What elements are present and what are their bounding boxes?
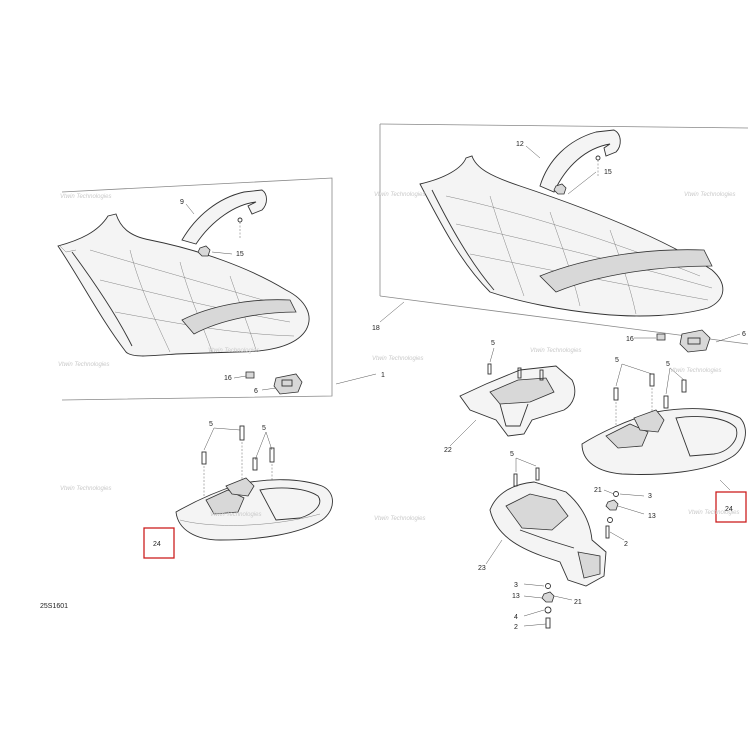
watermark-text: Vtwin Technologies (684, 192, 735, 198)
callout-labels: 1 9 15 16 6 5 5 24 18 12 15 16 6 22 5 5 … (153, 141, 746, 631)
callout-1: 1 (381, 372, 385, 379)
callout-21-upper: 21 (594, 487, 602, 494)
right-latch-16 (656, 333, 666, 341)
callout-23: 23 (478, 565, 486, 572)
right-seat (419, 155, 724, 317)
watermark-text: Vtwin Technologies (374, 516, 425, 522)
watermark-text: Vtwin Technologies (210, 512, 261, 518)
watermark-text: Vtwin Technologies (372, 356, 423, 362)
callout-2-lower: 2 (514, 624, 518, 631)
callout-15-right: 15 (604, 169, 612, 176)
callout-2-upper: 2 (624, 541, 628, 548)
diagram-code: 25S1601 (40, 603, 68, 610)
right-latch-6 (679, 329, 711, 353)
callout-24-right: 24 (725, 506, 733, 513)
right-screws (613, 363, 687, 440)
left-strap (181, 189, 267, 245)
support-22 (459, 347, 576, 437)
watermark-text: Vtwin Technologies (208, 348, 259, 354)
right-nut-15 (553, 155, 601, 195)
left-latch-16 (245, 371, 255, 379)
watermark-text: Vtwin Technologies (58, 362, 109, 368)
left-assembly-frame (61, 177, 333, 401)
callout-5-top: 5 (491, 340, 495, 347)
callout-22: 22 (444, 447, 452, 454)
callout-13-upper: 13 (648, 513, 656, 520)
leader-lines (185, 145, 741, 565)
watermark-text: Vtwin Technologies (374, 192, 425, 198)
watermark-text: Vtwin Technologies (688, 510, 739, 516)
left-seat (57, 213, 310, 357)
callout-5-left-b: 5 (262, 425, 266, 432)
callout-24-left: 24 (153, 541, 161, 548)
support-23 (489, 457, 607, 587)
callout-3-upper: 3 (648, 493, 652, 500)
watermark-text: Vtwin Technologies (60, 194, 111, 200)
callout-13-lower: 13 (512, 593, 520, 600)
watermark-text: Vtwin Technologies (670, 368, 721, 374)
highlight-box-right-24 (715, 491, 747, 523)
callout-16-right: 16 (626, 336, 634, 343)
callout-5-left-a: 5 (209, 421, 213, 428)
left-latch-6 (273, 373, 303, 395)
callout-4: 4 (514, 614, 518, 621)
callout-5-mid: 5 (510, 451, 514, 458)
highlight-box-left-24 (143, 527, 175, 559)
callout-15-left: 15 (236, 251, 244, 258)
hardware-lower (523, 583, 573, 629)
callout-6-left: 6 (254, 388, 258, 395)
callout-9: 9 (180, 199, 184, 206)
hardware-upper (603, 489, 645, 541)
left-handle-24 (175, 477, 333, 541)
callout-3-lower: 3 (514, 582, 518, 589)
callout-6-right: 6 (742, 331, 746, 338)
callout-5-right-a: 5 (615, 357, 619, 364)
left-nut-15 (197, 217, 243, 257)
callout-5-right-b: 5 (666, 361, 670, 368)
callout-18: 18 (372, 325, 380, 332)
watermarks: Vtwin Technologies Vtwin Technologies Vt… (58, 192, 739, 522)
right-strap (539, 129, 621, 193)
callout-12: 12 (516, 141, 524, 148)
callout-21-lower: 21 (574, 599, 582, 606)
watermark-text: Vtwin Technologies (530, 348, 581, 354)
watermark-text: Vtwin Technologies (60, 486, 111, 492)
right-handle-24 (581, 408, 746, 475)
callout-16-left: 16 (224, 375, 232, 382)
